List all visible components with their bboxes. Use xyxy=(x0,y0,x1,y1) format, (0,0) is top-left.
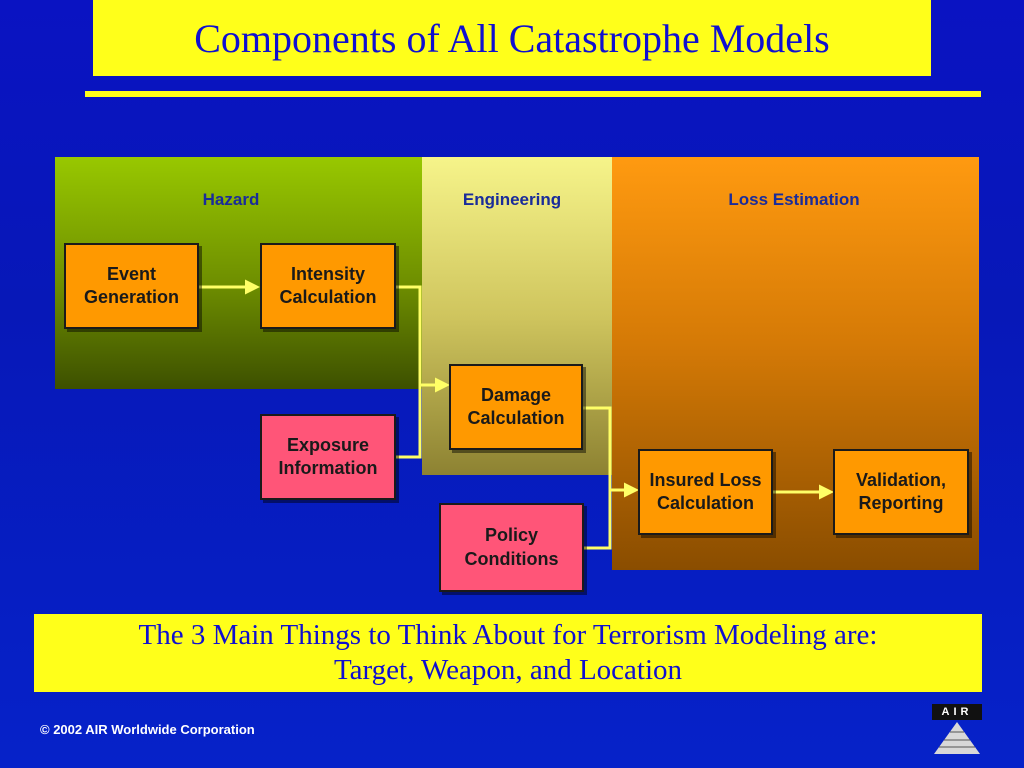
summary-line2: Target, Weapon, and Location xyxy=(333,654,683,686)
hazard-label: Hazard xyxy=(202,190,260,209)
page-title: Components of All Catastrophe Models xyxy=(194,15,830,61)
air-logo-letters: AIR xyxy=(932,704,982,720)
insured-loss-calculation-box: Insured Loss Calculation xyxy=(638,449,773,535)
exposure-information-line1: Exposure xyxy=(286,434,370,455)
validation-reporting-line2: Reporting xyxy=(858,493,944,513)
title-banner: Components of All Catastrophe Models xyxy=(93,0,931,76)
event-generation-box: Event Generation xyxy=(64,243,199,329)
engineering-label: Engineering xyxy=(462,190,562,209)
intensity-calculation-line1: Intensity xyxy=(290,263,365,284)
pyramid-icon xyxy=(934,722,980,754)
policy-conditions-line1: Policy xyxy=(484,525,538,546)
exposure-information-line2: Information xyxy=(278,458,378,478)
summary-banner: The 3 Main Things to Think About for Ter… xyxy=(34,614,982,692)
air-logo: AIR xyxy=(932,704,982,756)
policy-conditions-box: Policy Conditions xyxy=(439,503,584,592)
event-generation-line1: Event xyxy=(106,263,157,284)
intensity-calculation-line2: Calculation xyxy=(279,287,377,307)
title-underline xyxy=(85,91,981,97)
arrow-damage-to-insured-loss xyxy=(583,406,639,498)
validation-reporting-box: Validation, Reporting xyxy=(833,449,969,535)
insured-loss-calculation-line2: Calculation xyxy=(656,493,754,513)
validation-reporting-line1: Validation, xyxy=(855,469,947,490)
summary-line1: The 3 Main Things to Think About for Ter… xyxy=(138,619,878,652)
policy-conditions-line2: Conditions xyxy=(464,548,559,569)
loss-estimation-label: Loss Estimation xyxy=(728,190,860,209)
damage-calculation-box: Damage Calculation xyxy=(449,364,583,450)
arrow-policy-to-insured-loss xyxy=(584,490,612,550)
copyright-text: © 2002 AIR Worldwide Corporation xyxy=(40,722,255,737)
intensity-calculation-box: Intensity Calculation xyxy=(260,243,396,329)
damage-calculation-line1: Damage xyxy=(480,384,551,405)
event-generation-line2: Generation xyxy=(83,287,180,307)
arrow-exposure-to-damage xyxy=(396,385,422,459)
insured-loss-calculation-line1: Insured Loss xyxy=(649,469,762,490)
arrow-intensity-to-damage xyxy=(396,285,450,393)
exposure-information-box: Exposure Information xyxy=(260,414,396,500)
damage-calculation-line2: Calculation xyxy=(467,408,565,428)
